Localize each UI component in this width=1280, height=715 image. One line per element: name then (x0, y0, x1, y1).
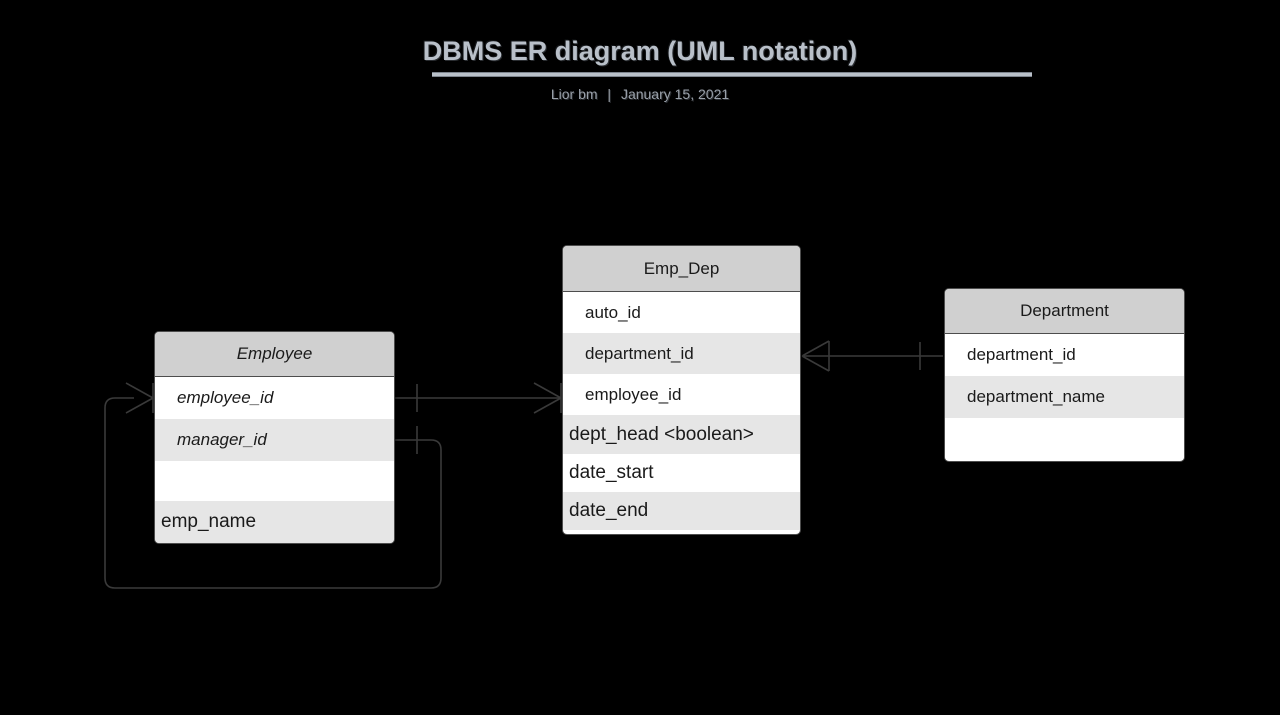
entity-emp-dep[interactable]: Emp_Dep auto_id department_id employee_i… (562, 245, 801, 535)
entity-department-title: Department (945, 289, 1184, 334)
subtitle-author: Lior bm (550, 86, 598, 102)
attribute-row-employee-empty[interactable] (155, 461, 394, 501)
page-subtitle: Lior bm | January 15, 2021 (340, 86, 940, 102)
crowsfoot-many-empdep-right (801, 340, 830, 372)
attribute-row-date-end[interactable]: date_end (563, 492, 800, 530)
attribute-row-manager-id[interactable]: manager_id (155, 419, 394, 461)
attribute-row-emp-name[interactable]: emp_name (155, 501, 394, 543)
attribute-row-date-start[interactable]: date_start (563, 454, 800, 492)
title-divider (432, 72, 1032, 77)
attribute-row-employee-id[interactable]: employee_id (155, 377, 394, 419)
crowsfoot-many-employee-left (125, 382, 154, 414)
entity-employee-title: Employee (155, 332, 394, 377)
attribute-row-department-empty[interactable] (945, 418, 1184, 460)
entity-emp-dep-title: Emp_Dep (563, 246, 800, 292)
attribute-row-department-id[interactable]: department_id (563, 333, 800, 374)
subtitle-separator: | (607, 86, 612, 102)
page-title: DBMS ER diagram (UML notation) (422, 36, 858, 66)
attribute-row-employee-id-fk[interactable]: employee_id (563, 374, 800, 415)
entity-employee[interactable]: Employee employee_id manager_id emp_name (154, 331, 395, 544)
crowsfoot-many-empdep-left (533, 382, 562, 414)
attribute-row-dept-department-id[interactable]: department_id (945, 334, 1184, 376)
attribute-row-department-name[interactable]: department_name (945, 376, 1184, 418)
subtitle-date: January 15, 2021 (620, 86, 730, 102)
attribute-row-auto-id[interactable]: auto_id (563, 292, 800, 333)
entity-department[interactable]: Department department_id department_name (944, 288, 1185, 462)
connector-employee-self-manager (104, 397, 442, 589)
attribute-row-dept-head[interactable]: dept_head <boolean> (563, 415, 800, 454)
